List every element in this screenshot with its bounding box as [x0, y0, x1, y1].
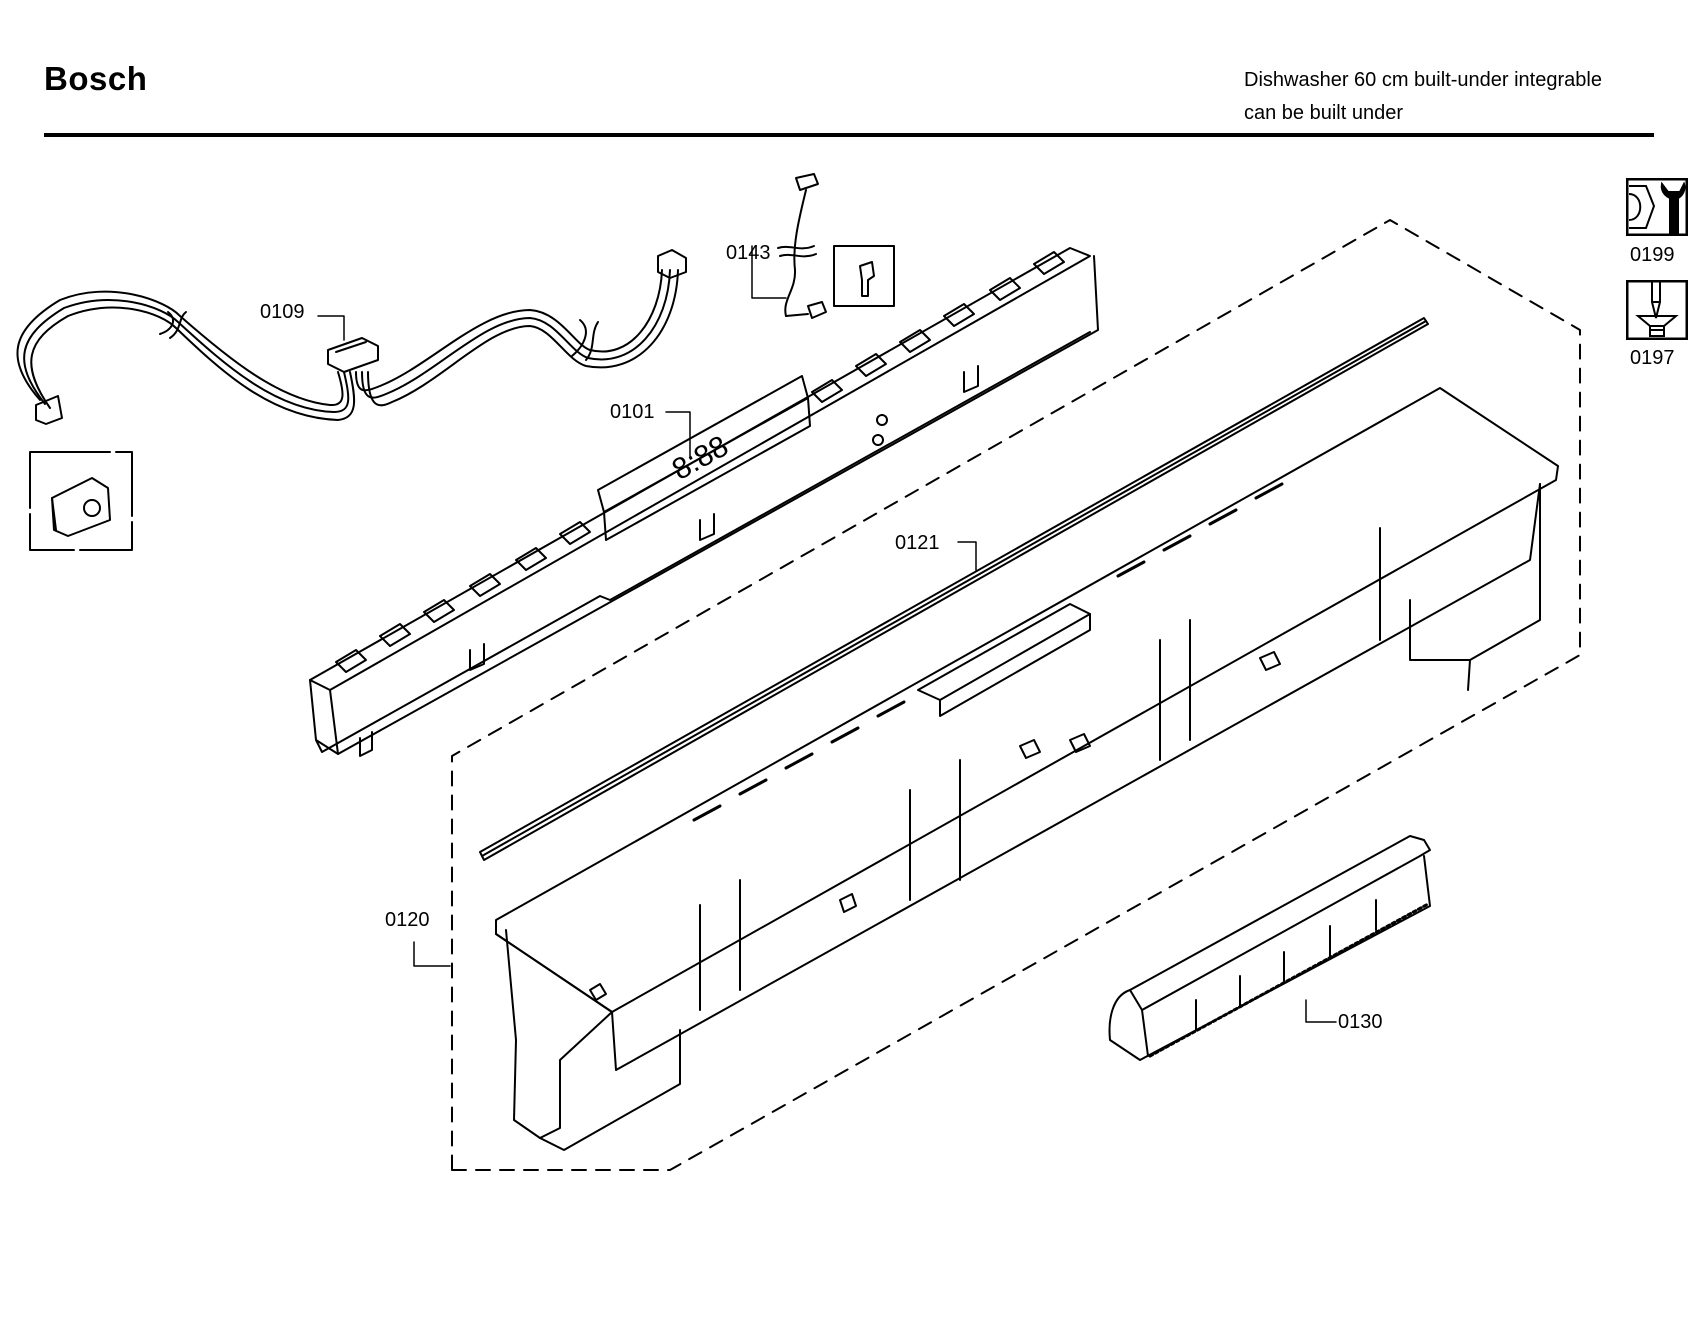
tool-label-0197: 0197	[1630, 347, 1675, 369]
wrench-nut-icon	[1625, 177, 1689, 237]
leader-0143	[751, 245, 787, 299]
part-0121-seal-strip[interactable]	[479, 317, 1429, 861]
leader-0101	[665, 411, 691, 459]
tool-icon-0199[interactable]	[1625, 177, 1689, 241]
header-divider	[44, 133, 1654, 137]
callout-0130[interactable]: 0130	[1338, 1011, 1383, 1033]
callout-0109[interactable]: 0109	[260, 301, 305, 323]
leader-0130	[1305, 999, 1337, 1023]
assembly-group-boundary	[451, 219, 1581, 1171]
leader-0121	[957, 541, 977, 571]
part-0130-cover-strip[interactable]	[1108, 835, 1431, 1061]
callout-0120[interactable]: 0120	[385, 909, 430, 931]
inset-clip-detail	[833, 245, 895, 307]
part-0143-cable[interactable]	[777, 173, 827, 319]
leader-0109	[317, 315, 345, 341]
model-description-line-2: can be built under	[1244, 102, 1404, 124]
model-description: Dishwasher 60 cm built-under integrable …	[1244, 64, 1602, 130]
part-0101-control-module[interactable]	[309, 247, 1099, 757]
callout-leaders	[317, 245, 1337, 1023]
screwdriver-screw-icon	[1625, 279, 1689, 341]
part-0120-fascia-housing[interactable]	[495, 387, 1559, 1151]
tool-icon-0197[interactable]	[1625, 279, 1689, 345]
callout-0101[interactable]: 0101	[610, 401, 655, 423]
inset-connector-detail	[29, 451, 133, 551]
callout-0121[interactable]: 0121	[895, 532, 940, 554]
callout-0143[interactable]: 0143	[726, 242, 771, 264]
model-description-line-1: Dishwasher 60 cm built-under integrable	[1244, 69, 1602, 91]
tool-label-0199: 0199	[1630, 244, 1675, 266]
brand-title: Bosch	[44, 60, 148, 97]
leader-0120	[413, 941, 451, 967]
part-0109-wiring-harness[interactable]	[16, 249, 687, 425]
